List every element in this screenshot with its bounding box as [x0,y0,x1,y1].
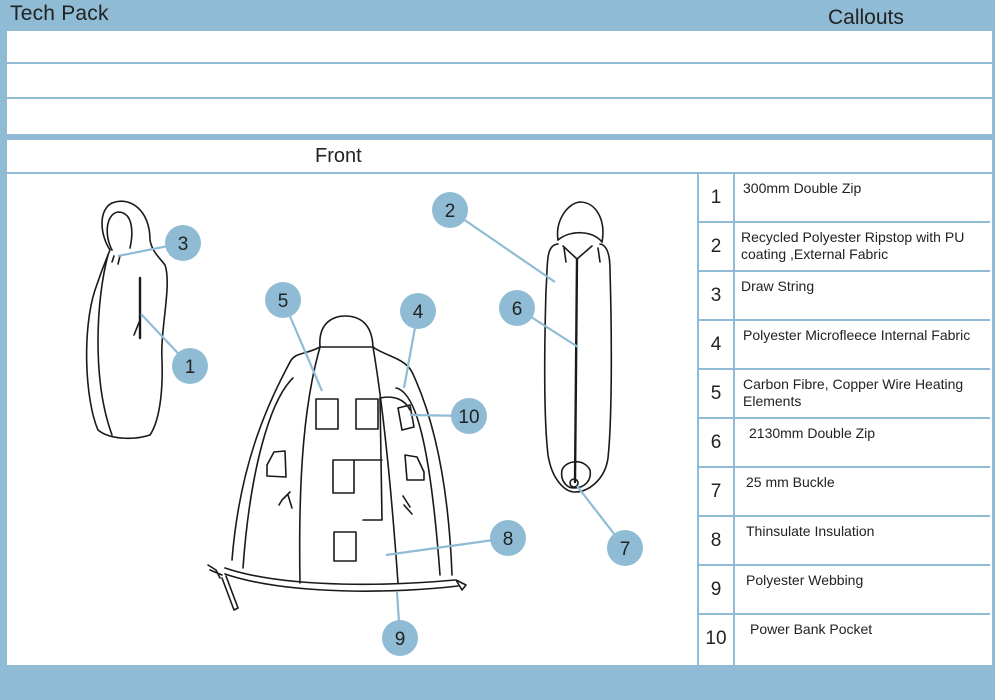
callout-description: 2130mm Double Zip [749,425,876,441]
callout-number: 6 [697,419,735,466]
callout-number: 8 [697,517,735,564]
callout-row: 6 2130mm Double Zip [697,419,990,468]
callout-number: 3 [697,272,735,319]
callout-number: 5 [697,370,735,417]
view-label: Front [315,145,362,167]
callout-number: 2 [697,223,735,270]
info-row-1 [7,31,992,64]
callout-description: Recycled Polyester Ripstop with PU coati… [741,229,965,262]
callout-description: Draw String [741,278,815,294]
callout-row: 5 Carbon Fibre, Copper Wire Heating Elem… [697,370,990,419]
page-title: Tech Pack [10,2,109,25]
callout-number: 10 [697,615,735,669]
callout-row: 7 25 mm Buckle [697,468,990,517]
callout-number: 9 [697,566,735,613]
callout-number: 1 [697,174,735,221]
callout-description: Polyester Microfleece Internal Fabric [743,327,971,343]
callout-number: 4 [697,321,735,368]
info-row-2 [7,66,992,99]
callout-description: Power Bank Pocket [750,621,873,637]
callout-row: 10 Power Bank Pocket [697,615,990,669]
callout-number: 7 [697,468,735,515]
callout-description: Carbon Fibre, Copper Wire Heating Elemen… [743,376,964,409]
callout-row: 9 Polyester Webbing [697,566,990,615]
section-divider [7,134,992,140]
callout-description: 25 mm Buckle [746,474,835,490]
callout-description: Polyester Webbing [746,572,864,588]
callout-description: 300mm Double Zip [743,180,862,196]
callouts-heading: Callouts [828,6,904,29]
view-header: Front [7,140,992,174]
callout-row: 2 Recycled Polyester Ripstop with PU coa… [697,223,990,272]
info-row-3 [7,101,992,134]
callout-row: 8 Thinsulate Insulation [697,517,990,566]
callout-row: 3 Draw String [697,272,990,321]
callout-description: Thinsulate Insulation [746,523,875,539]
callout-row: 1 300mm Double Zip [697,174,990,223]
callout-row: 4 Polyester Microfleece Internal Fabric [697,321,990,370]
